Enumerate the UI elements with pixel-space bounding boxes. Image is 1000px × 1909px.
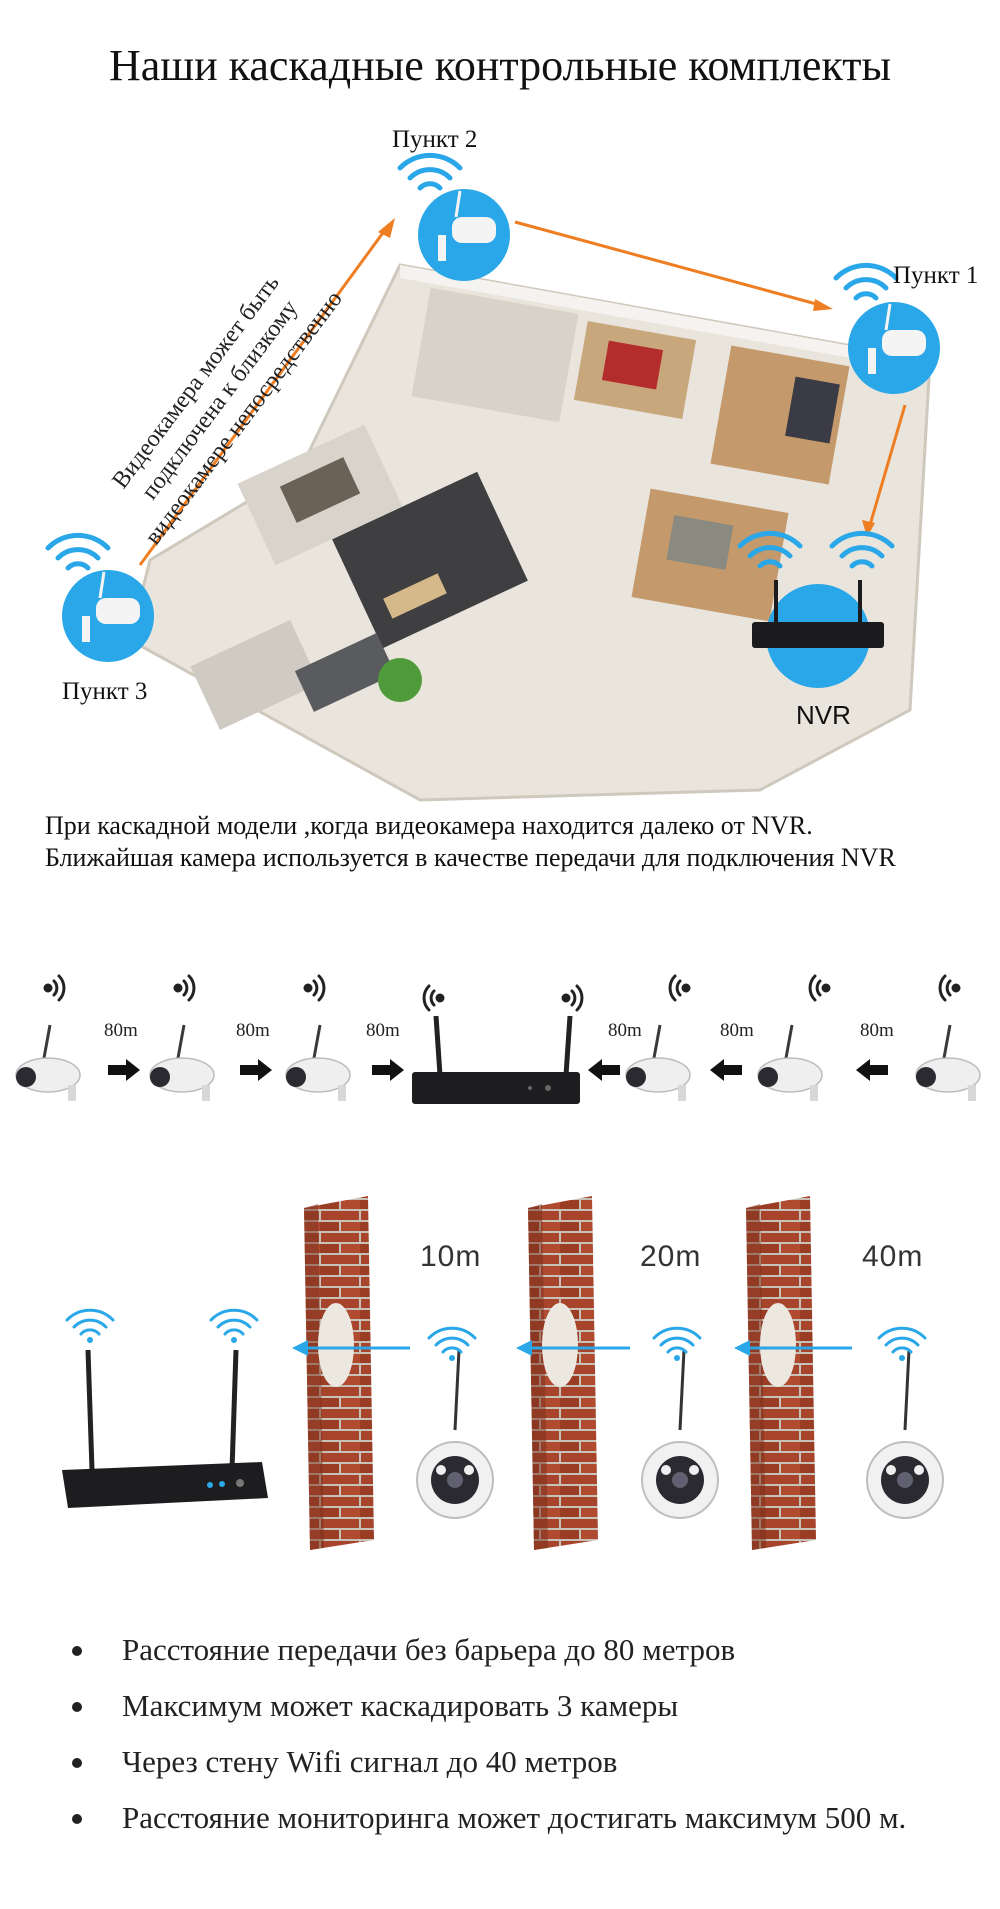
brick-wall-icon: [746, 1196, 816, 1550]
arrow-icon: [108, 1059, 140, 1081]
wifi-icon: [737, 530, 803, 569]
wifi-icon: [833, 262, 899, 301]
house-wall-top: [400, 265, 930, 372]
feature-list: Расстояние передачи без барьера до 80 ме…: [60, 1622, 1000, 1846]
list-item: Расстояние передачи без барьера до 80 ме…: [60, 1622, 1000, 1678]
caption-line-2: Ближайшая камера используется в качестве…: [45, 843, 896, 872]
room-table: [279, 457, 361, 523]
bullet-icon: [72, 1814, 82, 1824]
arrow-head-p1: [813, 299, 833, 311]
room-bed: [601, 340, 664, 390]
room-sofa: [383, 573, 447, 619]
list-item-text: Расстояние мониторинга может достигать м…: [122, 1800, 907, 1835]
list-item-text: Максимум может каскадировать 3 камеры: [122, 1688, 679, 1723]
arrow-p1-to-nvr: [868, 404, 907, 526]
arrow-icon: [516, 1340, 532, 1356]
arrow-icon: [292, 1340, 308, 1356]
brick-wall-icon: [304, 1196, 374, 1550]
arrow-icon: [734, 1340, 750, 1356]
wifi-icon: [45, 532, 111, 571]
bullet-icon: [72, 1646, 82, 1656]
room-rug: [294, 633, 396, 712]
wifi-icon: [427, 1326, 477, 1363]
list-item: Максимум может каскадировать 3 камеры: [60, 1678, 1000, 1734]
arrow-icon: [240, 1059, 272, 1081]
arrow-p2-to-p1: [514, 220, 821, 307]
point-1-label: Пункт 1: [893, 262, 979, 289]
chain-distance: 80m: [366, 1020, 400, 1041]
wifi-icon: [829, 530, 895, 569]
brick-wall-icon: [528, 1196, 598, 1550]
nvr-recorder-icon: [412, 1015, 580, 1104]
wifi-icon: [877, 1326, 927, 1363]
camera-icon: [865, 1348, 945, 1520]
nvr-recorder-icon: [62, 1349, 268, 1508]
room-bed-bottom: [666, 515, 734, 570]
camera-icon: [640, 1348, 720, 1520]
chain-distance: 80m: [608, 1020, 642, 1041]
arrow-head-p2: [378, 218, 395, 238]
list-item: Через стену Wifi сигнал до 40 метров: [60, 1734, 1000, 1790]
bullet-icon: [72, 1758, 82, 1768]
camera-icon: [848, 302, 940, 394]
nvr-label: NVR: [796, 700, 851, 730]
room-kitchen: [411, 287, 579, 423]
wifi-icon: [652, 1326, 702, 1363]
list-item-text: Расстояние передачи без барьера до 80 ме…: [122, 1632, 736, 1667]
nvr-recorder-icon: [752, 580, 884, 688]
room-bed-right: [785, 376, 840, 444]
arrow-icon: [856, 1059, 888, 1081]
bullet-icon: [72, 1702, 82, 1712]
arrow-icon: [588, 1059, 620, 1081]
arrow-icon: [372, 1059, 404, 1081]
wall-distance: 20m: [640, 1240, 702, 1273]
list-item: Расстояние мониторинга может достигать м…: [60, 1790, 1000, 1846]
chain-distance: 80m: [860, 1020, 894, 1041]
point-2-label: Пункт 2: [392, 126, 478, 153]
list-item-text: Через стену Wifi сигнал до 40 метров: [122, 1744, 618, 1779]
arrow-p3-to-p2: [138, 229, 387, 566]
wifi-icon: [65, 1308, 115, 1345]
caption-line-1: При каскадной модели ,когда видеокамера …: [45, 811, 813, 840]
chain-distance: 80m: [720, 1020, 754, 1041]
wifi-icon: [209, 1308, 259, 1345]
room-living: [332, 471, 528, 649]
camera-icon: [415, 1348, 495, 1520]
room-plant: [378, 658, 422, 702]
wifi-icon: [397, 152, 463, 191]
wall-distance: 10m: [420, 1240, 482, 1273]
page-title: Наши каскадные контрольные комплекты: [108, 41, 892, 90]
chain-distance: 80m: [236, 1020, 270, 1041]
room-bath: [190, 620, 320, 730]
arrow-icon: [710, 1059, 742, 1081]
wall-distance: 40m: [862, 1240, 924, 1273]
camera-icon: [418, 189, 510, 281]
arrow-head-nvr: [862, 520, 875, 537]
cascade-caption: При каскадной модели ,когда видеокамера …: [45, 810, 995, 874]
chain-distance: 80m: [104, 1020, 138, 1041]
point-3-label: Пункт 3: [62, 678, 148, 705]
camera-icon: [62, 570, 154, 662]
